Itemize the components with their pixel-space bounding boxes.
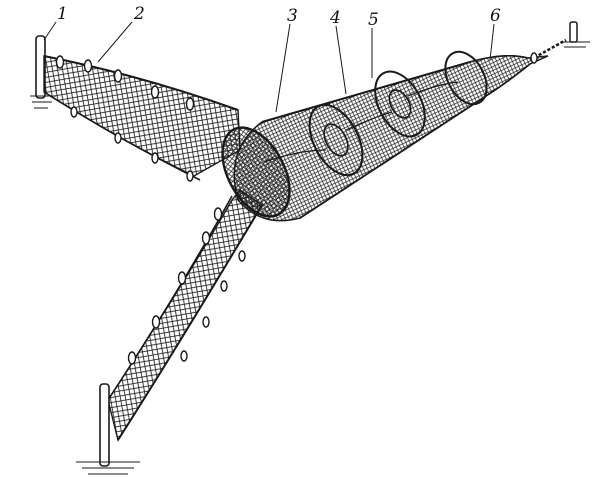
- callout-4: 4: [330, 8, 341, 28]
- upper-wing-floats: [55, 55, 195, 182]
- callout-2: 2: [134, 4, 145, 24]
- upper-wing-net: [43, 55, 241, 182]
- entrance-hoop: [221, 126, 291, 218]
- callout-3: 3: [287, 6, 298, 26]
- tail-rope: [529, 21, 590, 64]
- callout-leaders: [43, 21, 495, 113]
- callout-1: 1: [57, 4, 68, 24]
- bottom-stake: [76, 383, 140, 475]
- lower-wing-floats: [127, 207, 246, 365]
- callout-6: 6: [490, 6, 501, 26]
- lower-wing-net: [107, 189, 263, 442]
- callout-5: 5: [368, 10, 379, 30]
- trap-body: [221, 50, 549, 222]
